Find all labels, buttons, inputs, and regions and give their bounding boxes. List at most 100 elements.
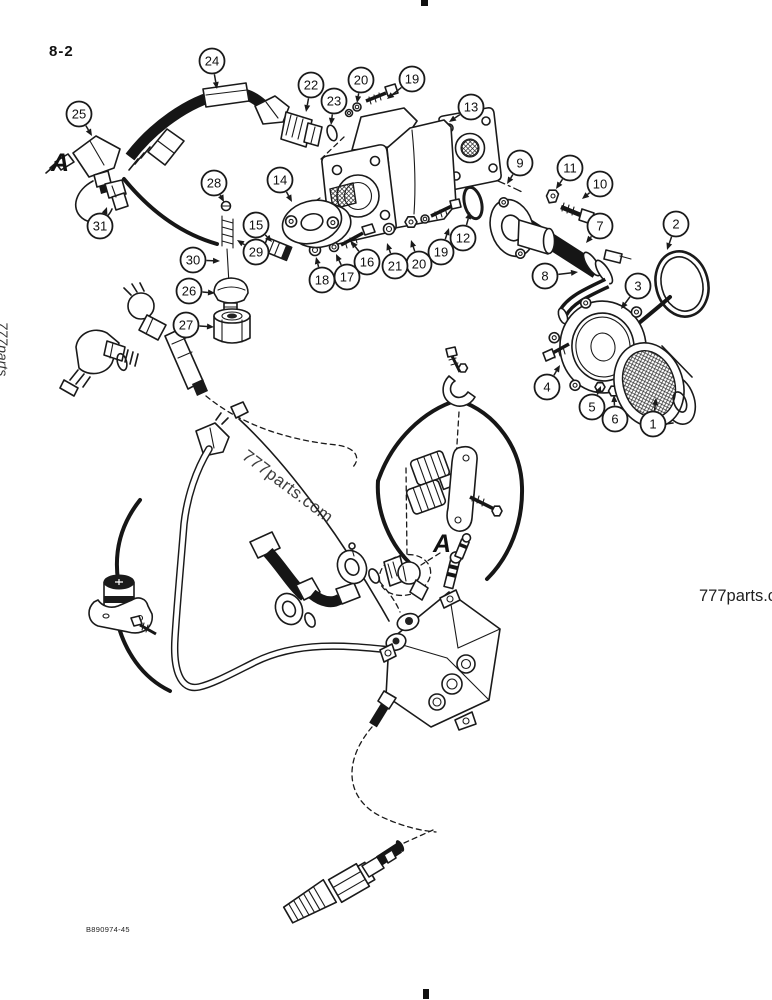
callout-layer: 1234567891011121314151617181919202021222… bbox=[65, 47, 690, 438]
callout-circle bbox=[353, 248, 381, 276]
callout-arrowhead bbox=[611, 395, 618, 403]
callout-arrowhead bbox=[621, 301, 628, 309]
registration-mark-bottom bbox=[423, 989, 429, 999]
callout-leader-line bbox=[444, 234, 448, 240]
callout-circle bbox=[586, 212, 614, 240]
callout-arrowhead bbox=[449, 115, 457, 122]
callout-10: 10 bbox=[582, 170, 614, 199]
callout-circle bbox=[506, 149, 534, 177]
callout-19: 19 bbox=[427, 228, 455, 266]
callout-arrowhead bbox=[336, 254, 342, 262]
callout-number: 2 bbox=[672, 217, 679, 232]
callout-number: 30 bbox=[186, 253, 200, 268]
callout-number: 22 bbox=[304, 78, 318, 93]
callout-arrowhead bbox=[553, 365, 560, 373]
callout-leader-line bbox=[510, 174, 514, 179]
callout-number: 19 bbox=[405, 72, 419, 87]
callout-circle bbox=[86, 212, 114, 240]
callout-leader-line bbox=[624, 296, 631, 304]
callout-circle bbox=[308, 266, 336, 294]
callout-arrowhead bbox=[652, 398, 659, 406]
callout-number: 26 bbox=[182, 284, 196, 299]
callout-22: 22 bbox=[297, 71, 325, 112]
callout-number: 4 bbox=[543, 380, 550, 395]
callout-arrowhead bbox=[351, 241, 358, 249]
callout-leader-line bbox=[388, 249, 392, 254]
callout-leader-line bbox=[199, 325, 208, 328]
callout-8: 8 bbox=[531, 262, 578, 290]
callout-12: 12 bbox=[449, 212, 477, 252]
page-number-label: 8-2 bbox=[49, 43, 74, 60]
callout-2: 2 bbox=[662, 210, 690, 250]
callout-number: 14 bbox=[273, 173, 287, 188]
callout-arrowhead bbox=[582, 192, 590, 199]
callout-arrowhead bbox=[586, 235, 593, 243]
watermark-left-vertical: 777parts bbox=[0, 321, 11, 377]
callout-arrowhead bbox=[265, 234, 272, 242]
callout-number: 5 bbox=[588, 400, 595, 415]
callout-arrowhead bbox=[206, 323, 214, 330]
callout-13: 13 bbox=[449, 93, 485, 122]
callout-arrowhead bbox=[465, 212, 472, 220]
callout-leader-line bbox=[242, 243, 245, 246]
figure-code: B890974-45 bbox=[86, 925, 130, 934]
callout-leader-line bbox=[596, 392, 599, 395]
callout-arrowhead bbox=[507, 176, 514, 184]
callout-leader-line bbox=[317, 263, 320, 268]
callout-arrowhead bbox=[386, 243, 393, 251]
callout-leader-line bbox=[586, 192, 591, 196]
callout-arrowhead bbox=[443, 228, 450, 236]
callout-number: 28 bbox=[207, 176, 221, 191]
callout-number: 16 bbox=[360, 255, 374, 270]
callout-leader-line bbox=[306, 98, 310, 106]
callout-leader-line bbox=[558, 272, 572, 276]
callout-number: 10 bbox=[593, 177, 607, 192]
tube-and-hose-group bbox=[88, 177, 395, 693]
callout-23: 23 bbox=[320, 87, 348, 125]
callout-number: 21 bbox=[388, 259, 402, 274]
callout-leader-line bbox=[285, 191, 290, 197]
callout-21: 21 bbox=[381, 243, 409, 280]
pump-assembly bbox=[308, 83, 502, 257]
callout-number: 1 bbox=[649, 417, 656, 432]
callout-arrowhead bbox=[304, 104, 311, 112]
callout-circle bbox=[172, 311, 200, 339]
callout-leader-line bbox=[354, 246, 360, 252]
callout-9: 9 bbox=[506, 149, 534, 184]
callout-arrowhead bbox=[85, 128, 92, 136]
callout-number: 3 bbox=[634, 279, 641, 294]
callout-leader-line bbox=[454, 113, 461, 119]
inlet-flange-hose-group bbox=[462, 185, 632, 325]
callout-circle bbox=[242, 211, 270, 239]
left-fittings-group bbox=[59, 282, 208, 397]
callout-circle bbox=[449, 224, 477, 252]
clamp-cluster-group bbox=[375, 346, 525, 581]
callout-circle bbox=[242, 238, 270, 266]
callout-leader-line bbox=[553, 370, 558, 376]
callout-number: 20 bbox=[412, 257, 426, 272]
callout-number: 18 bbox=[315, 273, 329, 288]
hose-24-assembly bbox=[45, 82, 338, 223]
callout-20: 20 bbox=[405, 240, 433, 278]
callout-arrowhead bbox=[212, 81, 219, 89]
callout-leader-line bbox=[559, 178, 564, 184]
callout-circle bbox=[65, 100, 93, 128]
callout-circle bbox=[639, 410, 667, 438]
callout-circle bbox=[578, 393, 606, 421]
callout-arrowhead bbox=[410, 240, 417, 248]
callout-5: 5 bbox=[578, 386, 606, 421]
callout-number: 17 bbox=[340, 270, 354, 285]
callout-20: 20 bbox=[347, 66, 375, 103]
callout-circle bbox=[179, 246, 207, 274]
callout-leader-line bbox=[338, 259, 342, 266]
callout-number: 20 bbox=[354, 73, 368, 88]
callout-11: 11 bbox=[556, 154, 584, 189]
callout-number: 15 bbox=[249, 218, 263, 233]
callout-circle bbox=[347, 66, 375, 94]
callout-arrowhead bbox=[207, 289, 215, 296]
callout-arrowhead bbox=[101, 207, 108, 215]
callout-arrowhead bbox=[286, 194, 292, 202]
callout-circle bbox=[586, 170, 614, 198]
callout-number: 25 bbox=[72, 107, 86, 122]
